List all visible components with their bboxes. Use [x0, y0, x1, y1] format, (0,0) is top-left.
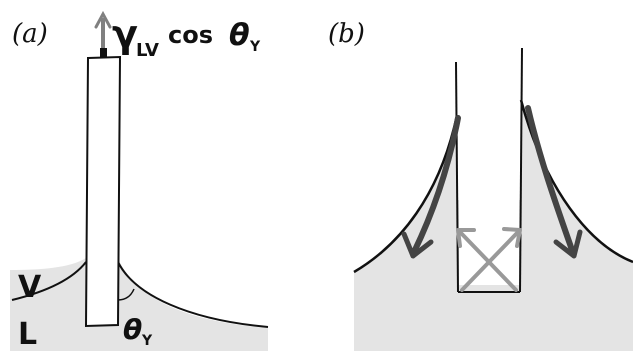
panel-a: (a) γ LV cos θ Y V L θ Y — [10, 10, 269, 351]
liquid-label: L — [18, 317, 37, 351]
gap-air-b — [459, 150, 519, 292]
vapor-label: V — [18, 270, 42, 305]
force-arrow — [94, 10, 112, 58]
capillary-arrow-left — [401, 115, 461, 259]
meniscus-left-a — [11, 261, 87, 301]
contact-angle-symbol: θ — [123, 313, 142, 346]
panel-b: (b) — [328, 19, 633, 351]
force-cos-text: cos — [168, 21, 213, 49]
meniscus-right-a — [117, 261, 269, 328]
liquid-bath-a — [10, 258, 268, 351]
plate-right-b — [519, 47, 523, 293]
plate-a — [84, 55, 122, 328]
gap-liquid-strip — [457, 285, 521, 292]
force-gamma-subscript: LV — [136, 40, 159, 61]
plate-left-b — [455, 61, 459, 293]
force-theta-subscript: Y — [249, 39, 261, 55]
panel-b-label: (b) — [328, 19, 365, 49]
contact-angle-arc — [117, 288, 135, 301]
crossed-arrows — [456, 227, 522, 292]
contact-angle-subscript: Y — [141, 333, 153, 349]
capillary-arrow-right — [525, 105, 583, 259]
liquid-bath-b — [354, 100, 633, 351]
force-theta-symbol: θ — [229, 18, 250, 53]
panel-a-label: (a) — [12, 19, 48, 49]
force-gamma-symbol: γ — [112, 12, 138, 56]
